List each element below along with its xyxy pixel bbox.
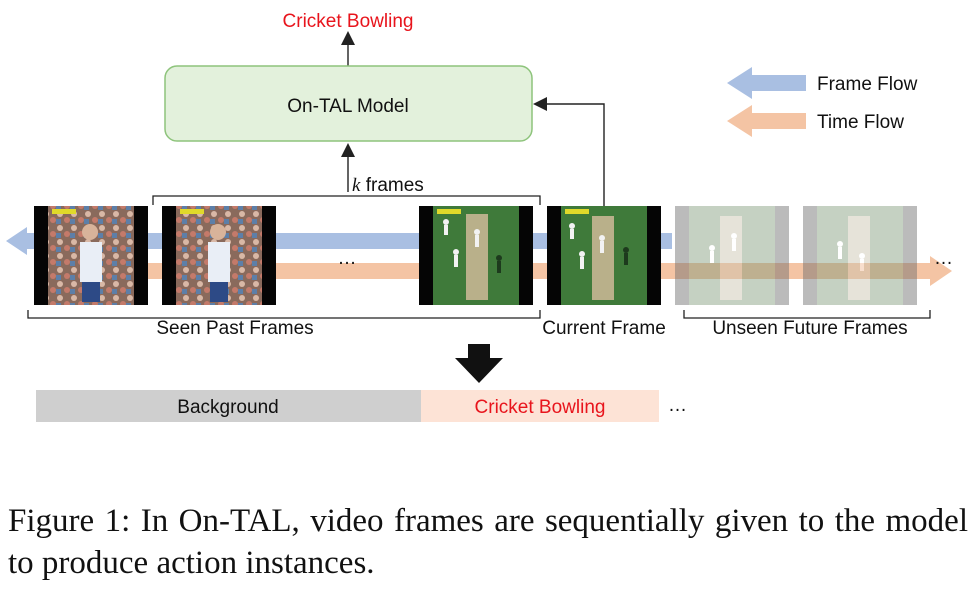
timeline-action-segment xyxy=(421,390,659,422)
model-label: On-TAL Model xyxy=(287,96,408,117)
seen-past-frames-label: Seen Past Frames xyxy=(156,318,313,339)
future-ellipsis: … xyxy=(934,248,953,269)
legend-time-flow: Time Flow xyxy=(817,112,904,133)
future-frame-2 xyxy=(803,206,917,305)
timeline-action-label: Cricket Bowling xyxy=(475,397,606,418)
on-tal-model-box xyxy=(164,65,533,142)
down-arrow-icon xyxy=(455,344,503,383)
output-label: Cricket Bowling xyxy=(283,11,414,32)
unseen-future-frames-label: Unseen Future Frames xyxy=(712,318,907,339)
current-frame-label: Current Frame xyxy=(542,318,666,339)
legend: Frame Flow Time Flow xyxy=(727,67,918,137)
past-frame-2 xyxy=(162,206,276,305)
timeline-background-segment xyxy=(36,390,421,422)
frame-flow-legend-arrow xyxy=(727,67,806,99)
figure-caption: Figure 1: In On-TAL, video frames are se… xyxy=(8,503,968,581)
timeline-background-label: Background xyxy=(177,397,278,418)
frames-ellipsis: … xyxy=(338,248,357,269)
future-frames-bracket xyxy=(683,310,931,319)
past-frame-1 xyxy=(34,206,148,305)
past-frames-bracket xyxy=(27,310,541,319)
k-frames-text: frames xyxy=(360,175,423,196)
timeline-ellipsis: … xyxy=(668,395,687,416)
k-frames-label: k frames xyxy=(352,175,424,196)
k-variable: k xyxy=(352,175,361,196)
current-frame xyxy=(547,206,661,305)
k-frames-bracket xyxy=(152,195,541,205)
current-frame-arrow xyxy=(533,97,605,207)
legend-frame-flow: Frame Flow xyxy=(817,74,918,95)
time-flow-legend-arrow xyxy=(727,105,806,137)
future-frame-1 xyxy=(675,206,789,305)
on-tal-diagram: Cricket Bowling On-TAL Model k frames Fr… xyxy=(6,11,953,422)
past-frame-k xyxy=(419,206,533,305)
